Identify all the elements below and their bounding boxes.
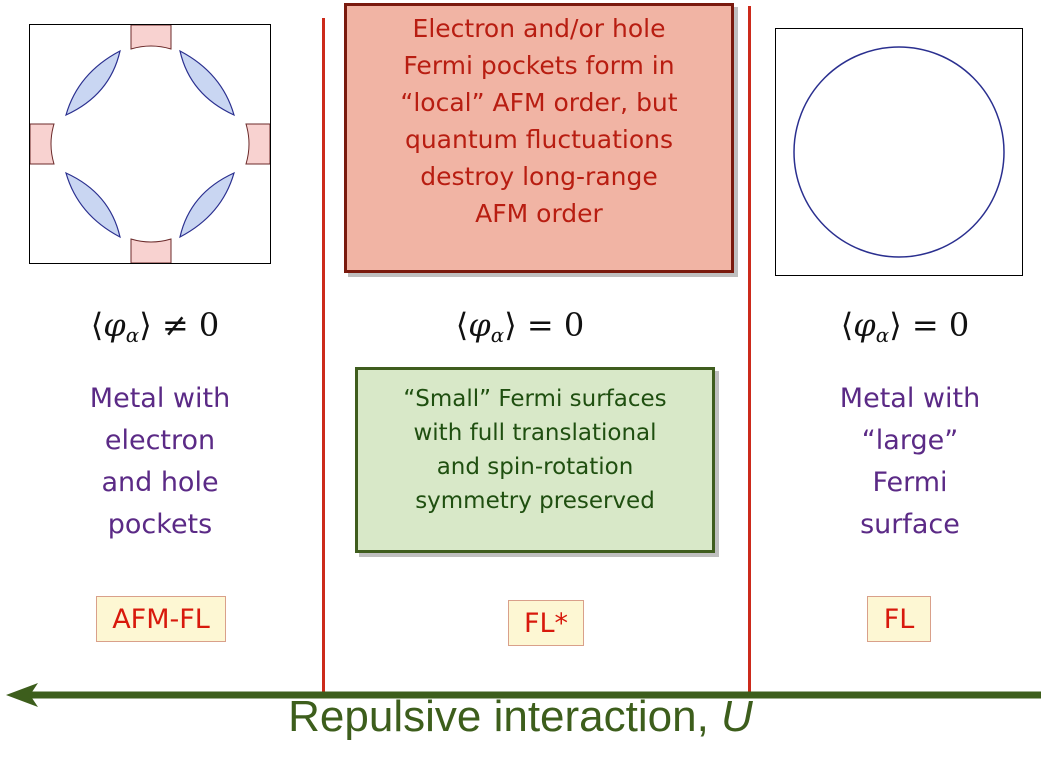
fl-description: Metal with “large” Fermi surface — [790, 378, 1030, 546]
axis-variable: U — [721, 692, 753, 741]
order-parameter-left: ⟨φα⟩ ≠ 0 — [90, 306, 220, 347]
explanation-line: “local” AFM order, but — [400, 88, 678, 117]
description-line: electron — [104, 425, 216, 456]
phase-divider-right — [748, 6, 751, 694]
hole-pocket-top — [130, 24, 172, 50]
axis-label: Repulsive interaction, U — [0, 692, 1041, 742]
hole-pocket-bottom — [130, 238, 172, 264]
electron-pocket-upper-right — [179, 49, 235, 117]
description-line: surface — [860, 509, 960, 540]
pocket-fermi-surface-diagram — [29, 24, 271, 264]
explanation-line: AFM order — [475, 199, 603, 228]
interaction-axis-arrow — [6, 683, 1041, 707]
hole-pocket-right — [245, 123, 271, 165]
description-line: pockets — [107, 509, 213, 540]
order-parameter-right: ⟨φα⟩ = 0 — [840, 306, 970, 347]
property-line: symmetry preserved — [415, 488, 655, 514]
order-parameter-middle: ⟨φα⟩ = 0 — [455, 306, 585, 347]
property-line: “Small” Fermi surfaces — [403, 386, 667, 412]
electron-pocket-upper-left — [65, 49, 121, 117]
axis-label-text: Repulsive interaction, — [288, 692, 722, 741]
property-line: with full translational — [413, 420, 657, 446]
explanation-line: quantum fluctuations — [404, 125, 674, 154]
large-fermi-circle — [793, 46, 1005, 258]
description-line: and hole — [101, 467, 219, 498]
explanation-line: Fermi pockets form in — [403, 51, 675, 80]
pocket-fermi-surface-panel — [29, 24, 271, 264]
hole-pocket-left — [29, 123, 55, 165]
description-line: “large” — [861, 425, 959, 456]
arrowhead-left-icon — [6, 683, 38, 707]
description-line: Metal with — [89, 383, 231, 414]
order-parameter-value: = 0 — [526, 306, 585, 344]
order-parameter-value: ≠ 0 — [161, 306, 220, 344]
description-line: Fermi — [872, 467, 948, 498]
phase-tag-afm-fl: AFM-FL — [96, 596, 226, 642]
phase-tag-fl-star: FL* — [508, 600, 584, 646]
large-fermi-surface-diagram — [793, 46, 1005, 258]
description-line: Metal with — [839, 383, 981, 414]
fl-star-property-box: “Small” Fermi surfaces with full transla… — [355, 367, 715, 553]
explanation-line: destroy long-range — [420, 162, 658, 191]
large-fermi-surface-panel — [775, 28, 1023, 276]
fl-star-explanation-box: Electron and/or hole Fermi pockets form … — [344, 3, 734, 273]
phase-tag-fl: FL — [867, 596, 931, 642]
order-parameter-value: = 0 — [911, 306, 970, 344]
phase-divider-left — [322, 18, 325, 694]
afm-fl-description: Metal with electron and hole pockets — [40, 378, 280, 546]
property-line: and spin-rotation — [436, 454, 634, 480]
electron-pocket-lower-left — [65, 171, 121, 239]
explanation-line: Electron and/or hole — [412, 14, 666, 43]
electron-pocket-lower-right — [179, 171, 235, 239]
